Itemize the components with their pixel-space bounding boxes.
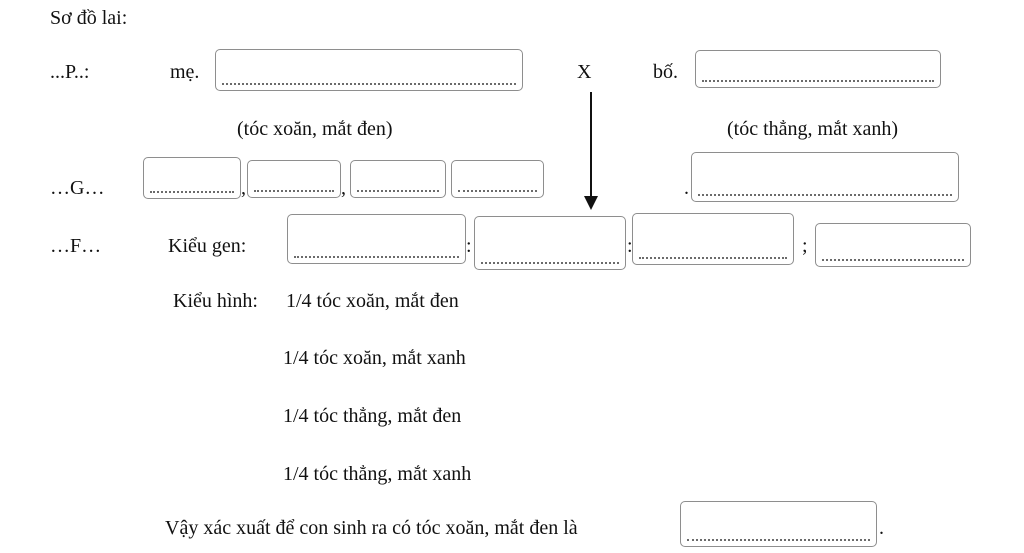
phenotype-line: 1/4 tóc thẳng, mắt xanh	[283, 463, 472, 485]
conclusion-period: .	[879, 517, 884, 539]
offspring-genotype-field-2[interactable]	[474, 216, 626, 270]
dotted-line	[458, 190, 537, 192]
mother-gamete-field-3[interactable]	[350, 160, 446, 198]
father-gamete-field[interactable]	[691, 152, 959, 202]
heading: Sơ đồ lai:	[50, 7, 128, 29]
dotted-line	[702, 80, 934, 82]
father-gamete-prefix: .	[684, 177, 689, 199]
mother-gamete-field-2[interactable]	[247, 160, 341, 198]
phenotype-line: 1/4 tóc xoăn, mắt đen	[286, 290, 459, 312]
dotted-line	[294, 256, 459, 258]
phenotype-line: 1/4 tóc xoăn, mắt xanh	[283, 347, 466, 369]
genotype-separator: :	[627, 235, 633, 257]
genotype-label: Kiểu gen:	[168, 235, 247, 257]
phenotype-line: 1/4 tóc thẳng, mắt đen	[283, 405, 462, 427]
cross-symbol: X	[577, 61, 592, 83]
g-generation-label: …G…	[50, 177, 105, 199]
dotted-line	[822, 259, 964, 261]
gamete-separator: ,	[241, 177, 246, 199]
dotted-line	[150, 191, 234, 193]
arrow-shaft	[590, 92, 592, 198]
phenotype-label: Kiểu hình:	[173, 290, 258, 312]
father-label: bố.	[653, 61, 678, 83]
father-genotype-field[interactable]	[695, 50, 941, 88]
mother-phenotype: (tóc xoăn, mắt đen)	[237, 118, 393, 140]
father-phenotype: (tóc thẳng, mắt xanh)	[727, 118, 899, 140]
genotype-separator: ;	[802, 235, 808, 257]
offspring-genotype-field-1[interactable]	[287, 214, 466, 264]
dotted-line	[357, 190, 439, 192]
dotted-line	[222, 83, 516, 85]
gamete-separator: ,	[341, 177, 346, 199]
dotted-line	[481, 262, 619, 264]
mother-genotype-field[interactable]	[215, 49, 523, 91]
dotted-line	[698, 194, 952, 196]
probability-answer-field[interactable]	[680, 501, 877, 547]
dotted-line	[687, 539, 870, 541]
offspring-genotype-field-3[interactable]	[632, 213, 794, 265]
mother-gamete-field-4[interactable]	[451, 160, 544, 198]
conclusion-text: Vậy xác xuất để con sinh ra có tóc xoăn,…	[165, 517, 578, 539]
offspring-genotype-field-4[interactable]	[815, 223, 971, 267]
dotted-line	[639, 257, 787, 259]
dotted-line	[254, 190, 334, 192]
genotype-separator: :	[466, 235, 472, 257]
p-generation-label: ...P..:	[50, 61, 90, 83]
mother-gamete-field-1[interactable]	[143, 157, 241, 199]
mother-label: mẹ.	[170, 61, 200, 83]
f-generation-label: …F…	[50, 235, 102, 257]
arrow-head	[584, 196, 598, 210]
